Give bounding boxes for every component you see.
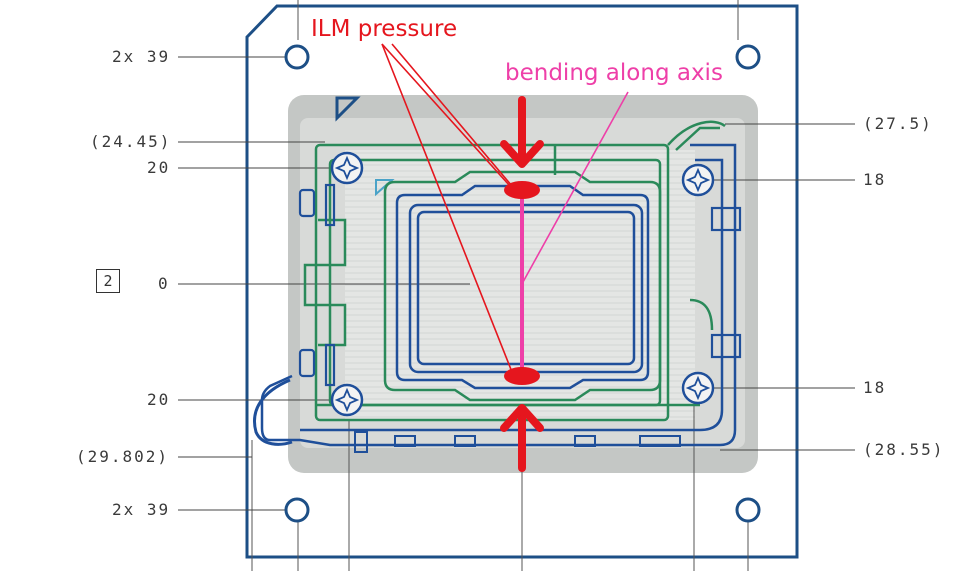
mounting-holes [284,44,761,523]
left-clips [298,183,742,387]
ilm-pressure-label: ILM pressure [311,16,458,42]
ilm-frame [303,120,726,422]
hole-top-right [735,44,761,70]
dim-left-bottom-hole: 2x 39 [112,500,171,519]
bottom-rail [354,431,681,453]
screw-top-left [330,151,364,185]
dim-left-lower-offset: (29.802) [76,447,170,466]
arrow-up-icon [500,404,544,472]
retention-lever [300,158,724,432]
retention-clip [260,143,737,447]
dim-right-lower-screw: 18 [863,378,887,397]
arrow-down-icon [500,96,544,168]
hole-bottom-left [284,497,310,523]
orientation-triangle [335,96,361,122]
dim-right-lower-offset: (28.55) [863,440,945,459]
screw-bottom-left [330,383,364,417]
lever-hook [253,378,293,446]
orientation-triangle-small [375,179,395,197]
dim-right-upper-screw: 18 [863,170,887,189]
screws [330,151,715,417]
dim-left-center: 0 [158,274,170,293]
pressure-spot-top [504,181,540,199]
dim-right-upper-offset: (27.5) [863,114,933,133]
screw-bottom-right [681,371,715,405]
right-leaders [698,123,855,451]
bending-label: bending along axis [505,60,723,86]
ilm-pressure-leaders [381,43,513,373]
dim-left-top-hole: 2x 39 [112,47,171,66]
socket-outline-green [383,170,662,402]
dim-left-upper-screw: 20 [147,158,171,177]
dim-left-upper-offset: (24.45) [90,132,172,151]
dim-left-lower-screw: 20 [147,390,171,409]
pressure-spot-bottom [504,367,540,385]
screw-top-right [681,163,715,197]
hole-bottom-right [735,497,761,523]
datum-label: 2 [96,269,120,293]
bending-leader [522,91,629,283]
hole-top-left [284,44,310,70]
